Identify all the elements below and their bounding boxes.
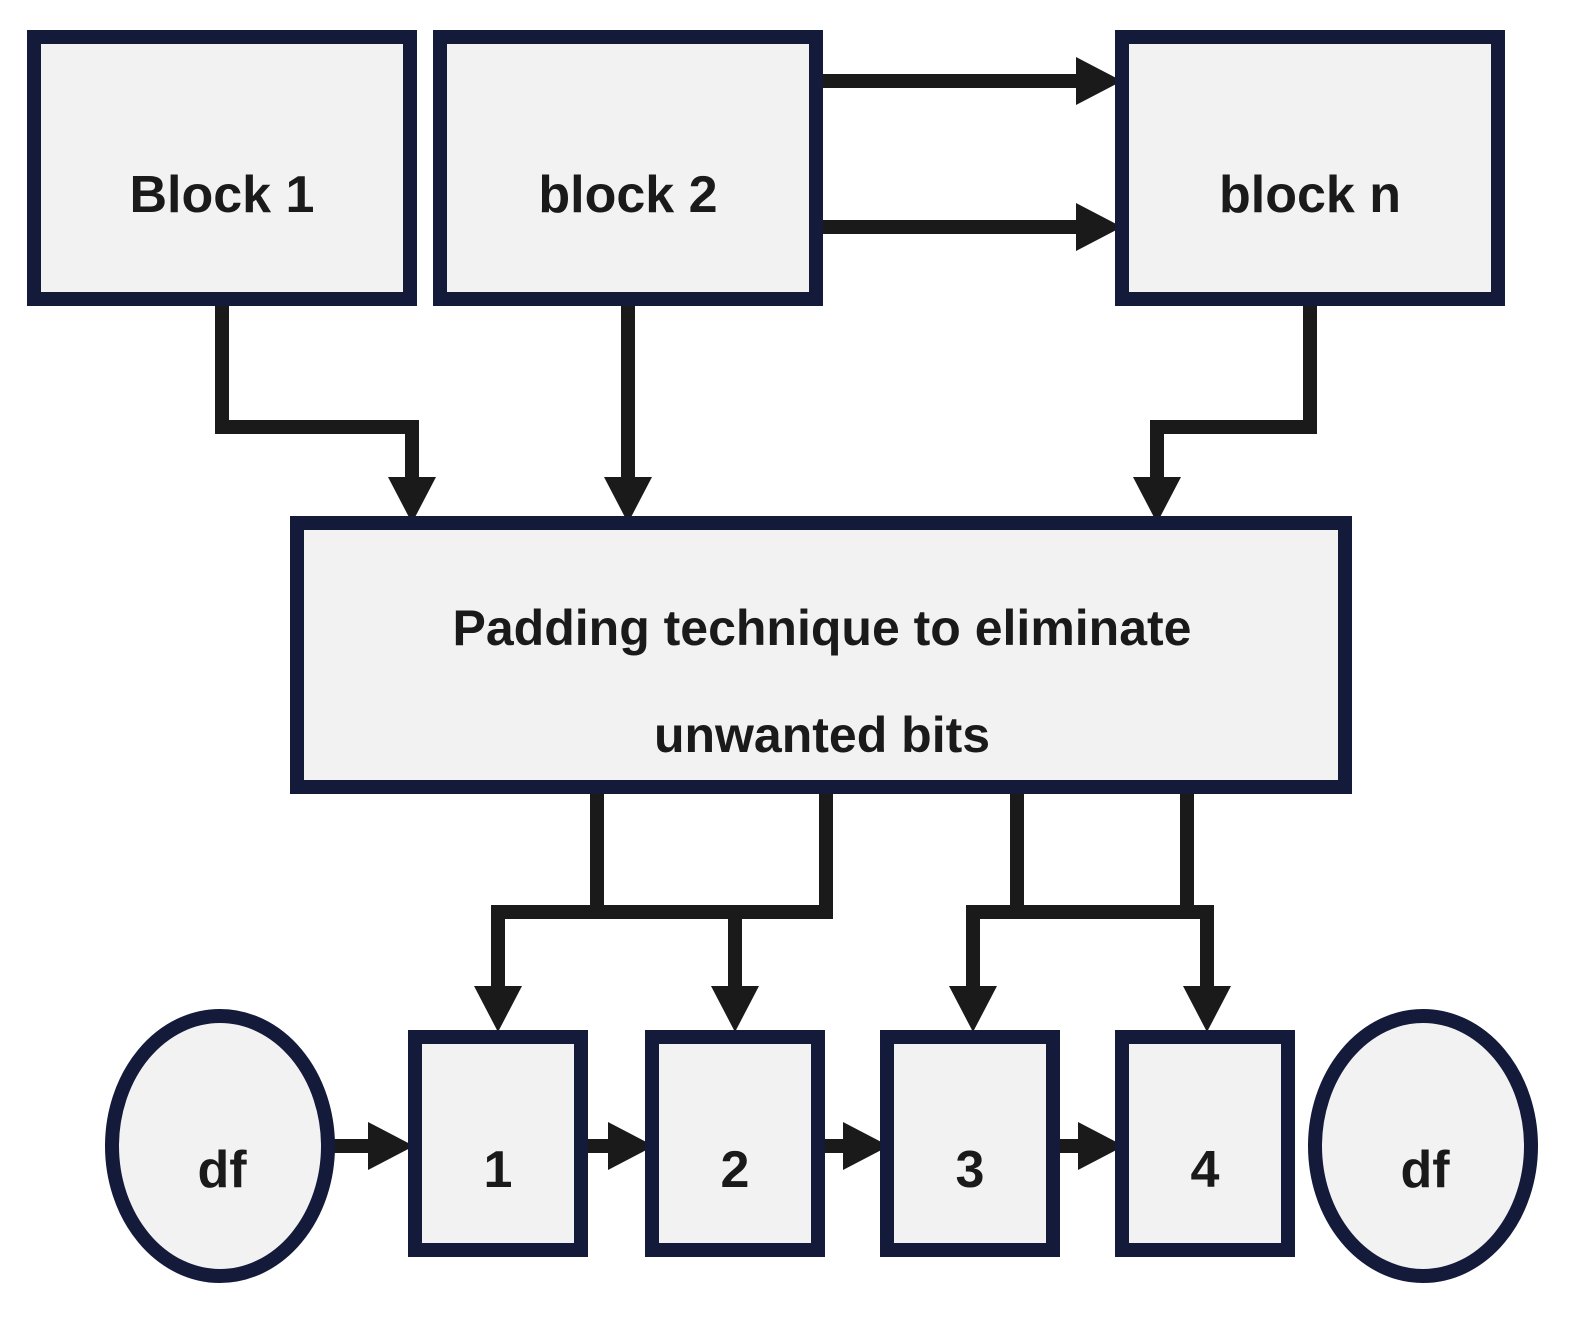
cell-2-box — [645, 1030, 825, 1257]
padding-label-line2: unwanted bits — [654, 707, 990, 763]
arrowhead-dfleft-cell1 — [368, 1122, 414, 1170]
connector-block1-padding — [215, 304, 419, 480]
arrowhead-cell4 — [1183, 986, 1231, 1032]
cell-4-box — [1115, 1030, 1295, 1257]
cell-4-label: 4 — [1191, 1141, 1220, 1199]
block-2-box — [433, 30, 823, 306]
arrowhead-block1-padding — [388, 477, 436, 523]
arrowhead-block2-blockn-lower — [1076, 203, 1122, 251]
arrowhead-blockn-padding — [1133, 477, 1181, 523]
connector-padding-cells12-bus — [590, 792, 833, 919]
arrowhead-cell2-cell3 — [843, 1122, 889, 1170]
df-left-ellipse — [105, 1009, 335, 1283]
block-n-label: block n — [1219, 166, 1401, 224]
block-1-box — [27, 30, 417, 306]
arrowhead-cell3-cell4 — [1078, 1122, 1124, 1170]
connectors — [215, 57, 1317, 1170]
arrowhead-cell1 — [474, 986, 522, 1032]
arrowhead-cell2 — [711, 986, 759, 1032]
df-right-ellipse — [1308, 1009, 1538, 1283]
cell-3-box — [880, 1030, 1060, 1257]
df-left-label: df — [197, 1141, 247, 1199]
connector-padding-cells34-bus — [1010, 792, 1194, 919]
connector-bus-cell4 — [1187, 905, 1214, 990]
cell-3-label: 3 — [956, 1141, 985, 1199]
arrowhead-cell1-cell2 — [608, 1122, 654, 1170]
cell-1-box — [408, 1030, 588, 1257]
connector-bus-cell3 — [966, 905, 1017, 990]
block-n-box — [1115, 30, 1505, 306]
cell-1-label: 1 — [484, 1141, 513, 1199]
connector-blockn-padding — [1150, 304, 1317, 480]
block-1-label: Block 1 — [130, 166, 315, 224]
arrowhead-block2-blockn-upper — [1076, 57, 1122, 105]
connector-bus-cell1 — [491, 905, 597, 990]
arrowhead-cell3 — [949, 986, 997, 1032]
arrowhead-block2-padding — [604, 477, 652, 523]
df-right-label: df — [1400, 1141, 1450, 1199]
block-2-label: block 2 — [538, 166, 717, 224]
padding-technique-box — [290, 516, 1352, 794]
cell-2-label: 2 — [721, 1141, 750, 1199]
padding-label-line1: Padding technique to eliminate — [453, 600, 1192, 656]
